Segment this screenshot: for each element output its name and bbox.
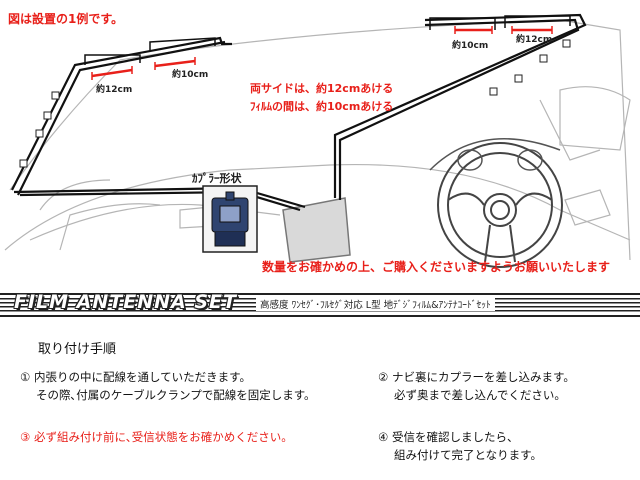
- cable-clamp: [35, 129, 44, 138]
- step-1-line-1: ① 内張りの中に配線を通していただきます。: [20, 370, 251, 384]
- cable-clamp: [19, 159, 28, 168]
- spacing-note-sides: 両サイドは、約12cmあける: [250, 82, 394, 95]
- cable-clamp: [562, 39, 571, 48]
- measure-marks: [91, 26, 553, 80]
- car-interior-diagram: [4, 13, 631, 268]
- spacing-note-between: ﾌｨﾙﾑの間は、約10cmあける: [250, 100, 394, 113]
- cable-clamp: [43, 111, 52, 120]
- example-note: 図は設置の1例です。: [8, 12, 124, 26]
- instruction-step-4: ④ 受信を確認しましたら、 組み付けて完了となります。: [378, 428, 542, 464]
- cable-clamps: [19, 39, 571, 168]
- cable-clamp: [51, 91, 60, 100]
- step-2-line-1: ② ナビ裏にカプラーを差し込みます。: [378, 370, 575, 384]
- spacing-note: 両サイドは、約12cmあける ﾌｨﾙﾑの間は、約10cmあける: [250, 80, 393, 116]
- instruction-step-2: ② ナビ裏にカプラーを差し込みます。 必ず奥まで差し込んでください。: [378, 368, 575, 404]
- banner-subtitle: 高感度 ﾜﾝｾｸﾞ･ﾌﾙｾｸﾞ対応 L型 地ﾃﾞｼﾞﾌｨﾙﾑ&ｱﾝﾃﾅｺｰﾄﾞｾ…: [256, 297, 495, 311]
- step-2-line-2: 必ず奥まで差し込んでください。: [394, 388, 566, 402]
- film-antenna-left: [84, 37, 216, 65]
- measure-label-right-12: 約12cm: [516, 35, 553, 45]
- instruction-step-1: ① 内張りの中に配線を通していただきます。 その際､付属のケーブルクランプで配線…: [20, 368, 316, 404]
- cable-clamp: [489, 87, 498, 96]
- navigation-screen: [282, 197, 351, 263]
- step-4-line-1: ④ 受信を確認しましたら、: [378, 430, 519, 444]
- measure-label-left-10: 約10cm: [172, 70, 209, 80]
- film-antenna-right: [429, 15, 571, 30]
- steering-wheel: [437, 142, 563, 268]
- measure-label-left-12: 約12cm: [96, 85, 133, 95]
- instructions-heading: 取り付け手順: [38, 342, 117, 357]
- quantity-note: 数量をお確かめの上、ご購入くださいますようお願いいたします: [262, 260, 611, 274]
- step-4-line-2: 組み付けて完了となります。: [394, 448, 543, 462]
- step-1-line-2: その際､付属のケーブルクランプで配線を固定します。: [36, 388, 316, 402]
- instruction-step-3: ③ 必ず組み付け前に､受信状態をお確かめください。: [20, 428, 293, 446]
- banner-title: FILM ANTENNA SET: [14, 291, 237, 313]
- coupler-label: ｶﾌﾟﾗｰ形状: [192, 172, 242, 185]
- cable-clamp: [514, 74, 523, 83]
- measure-label-right-10: 約10cm: [452, 41, 489, 51]
- gauge-cluster: [429, 138, 561, 171]
- step-3-line-1: ③ 必ず組み付け前に､受信状態をお確かめください。: [20, 430, 293, 444]
- cable-clamp: [539, 54, 548, 63]
- coupler-image: [202, 185, 258, 253]
